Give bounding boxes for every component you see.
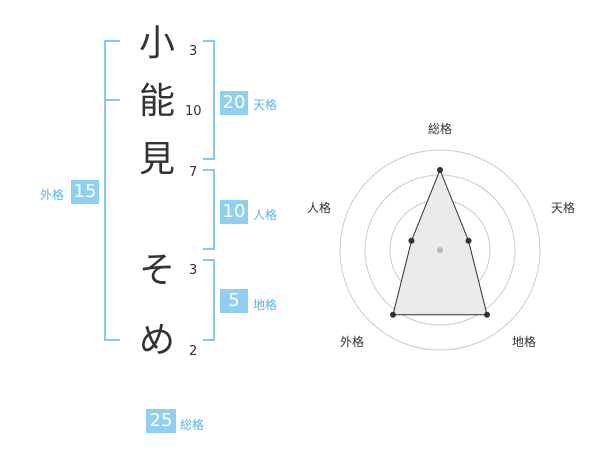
radar-point-2: [465, 237, 472, 244]
name-char-4: そ: [138, 250, 175, 291]
radar-center-dot: [437, 247, 443, 253]
radar-polygon: [392, 168, 488, 316]
radar-point-3: [484, 311, 491, 318]
radar-ring-4: [339, 149, 541, 351]
soukaku-label: 総格: [180, 418, 205, 432]
stroke-count-4: 3: [189, 263, 198, 278]
stroke-count-1: 3: [189, 44, 198, 59]
radar-points: [389, 167, 491, 318]
radar-axis-label-2: 天格: [551, 200, 575, 215]
soukaku-value: 25: [146, 409, 176, 433]
radar-axis-label-5: 人格: [307, 200, 331, 215]
name-char-1: 小: [138, 23, 175, 64]
radar-point-5: [408, 237, 415, 244]
name-char-2: 能: [138, 81, 175, 122]
chikaku-value: 5: [220, 289, 248, 313]
name-char-5: め: [138, 320, 175, 361]
radar-point-4: [389, 311, 396, 318]
gaikaku-label: 外格: [40, 188, 65, 202]
chikaku-label: 地格: [253, 298, 278, 312]
name-char-3: 見: [138, 139, 175, 180]
gaikaku-value: 15: [71, 180, 99, 204]
radar-axis-label-1: 総格: [428, 121, 452, 136]
radar-axis-label-3: 地格: [512, 334, 536, 349]
jinkaku-label: 人格: [253, 208, 278, 222]
jinkaku-value: 10: [220, 200, 248, 224]
stroke-count-5: 2: [189, 344, 198, 359]
stroke-count-3: 7: [189, 165, 198, 180]
tenkaku-value: 20: [220, 91, 248, 115]
tenkaku-label: 天格: [253, 98, 278, 112]
radar-point-1: [437, 167, 443, 173]
stroke-count-2: 10: [185, 104, 202, 119]
radar-axis-label-4: 外格: [340, 334, 364, 349]
